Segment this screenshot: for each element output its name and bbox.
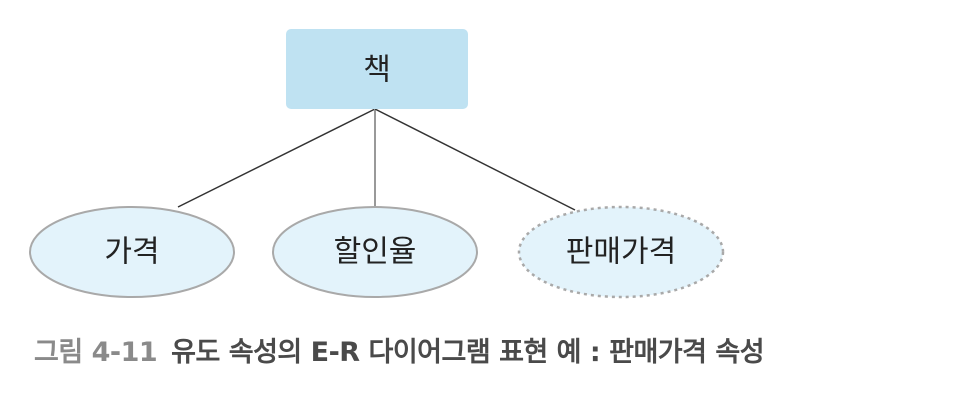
derived-attribute-sale-price-ellipse <box>517 205 725 299</box>
entity-book-box <box>286 29 468 109</box>
figure-number: 그림 4-11 <box>34 337 158 368</box>
er-diagram: 책 가격 할인율 판매가격 <box>29 29 725 299</box>
attribute-price-ellipse <box>29 206 235 298</box>
attribute-price-label: 가격 <box>104 235 159 270</box>
connector-line-price <box>177 108 376 208</box>
derived-attribute-sale-price-label: 판매가격 <box>566 235 676 270</box>
figure-caption: 그림 4-11 유도 속성의 E-R 다이어그램 표현 예 : 판매가격 속성 <box>34 330 765 369</box>
connector-line-sale-price <box>374 108 576 211</box>
attribute-discount-rate-label: 할인율 <box>334 235 417 270</box>
attribute-discount-rate-ellipse <box>272 206 478 298</box>
figure-caption-text: 유도 속성의 E-R 다이어그램 표현 예 : 판매가격 속성 <box>171 337 765 368</box>
entity-book-label: 책 <box>363 53 391 88</box>
